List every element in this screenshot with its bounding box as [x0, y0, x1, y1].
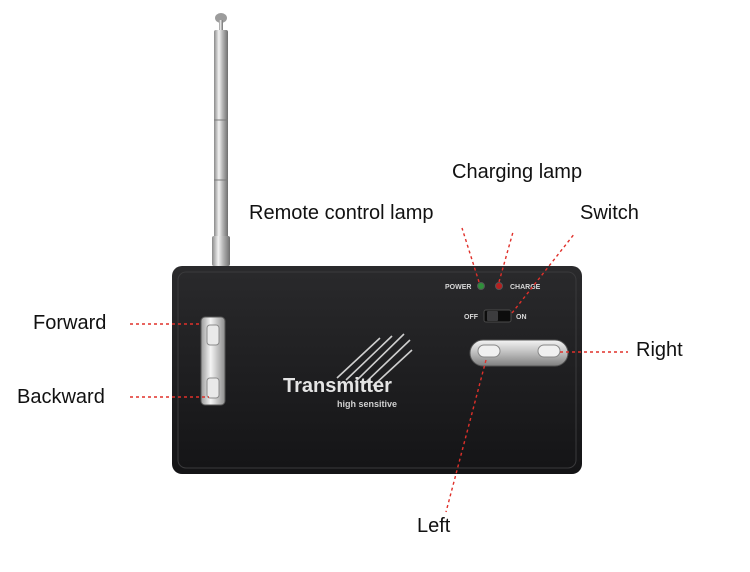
forward-backward-lever[interactable]: [200, 316, 226, 406]
tagline-text: high sensitive: [337, 399, 397, 409]
switch-label: Switch: [580, 202, 639, 224]
power-led: [477, 282, 485, 290]
leader-lines: [130, 227, 628, 513]
leader-charging-lamp: [498, 231, 514, 283]
left-label: Left: [417, 515, 451, 537]
off-label: OFF: [464, 314, 479, 321]
brand-text: Transmitter: [283, 375, 392, 397]
leader-switch: [511, 232, 576, 314]
left-right-lever[interactable]: [469, 339, 569, 367]
charging-lamp-label: Charging lamp: [452, 161, 583, 183]
right-label: Right: [636, 339, 683, 361]
power-label: POWER: [445, 284, 471, 291]
antenna-icon: [212, 13, 230, 275]
charge-led: [495, 282, 503, 290]
charge-label: CHARGE: [510, 284, 541, 291]
backward-label: Backward: [17, 386, 105, 408]
transmitter-body: [172, 266, 582, 474]
leader-left: [445, 359, 487, 513]
power-switch[interactable]: [483, 309, 512, 323]
remote-control-lamp-label: Remote control lamp: [249, 202, 434, 224]
forward-label: Forward: [33, 312, 107, 334]
on-label: ON: [516, 314, 527, 321]
stripe-logo-icon: [336, 333, 413, 387]
